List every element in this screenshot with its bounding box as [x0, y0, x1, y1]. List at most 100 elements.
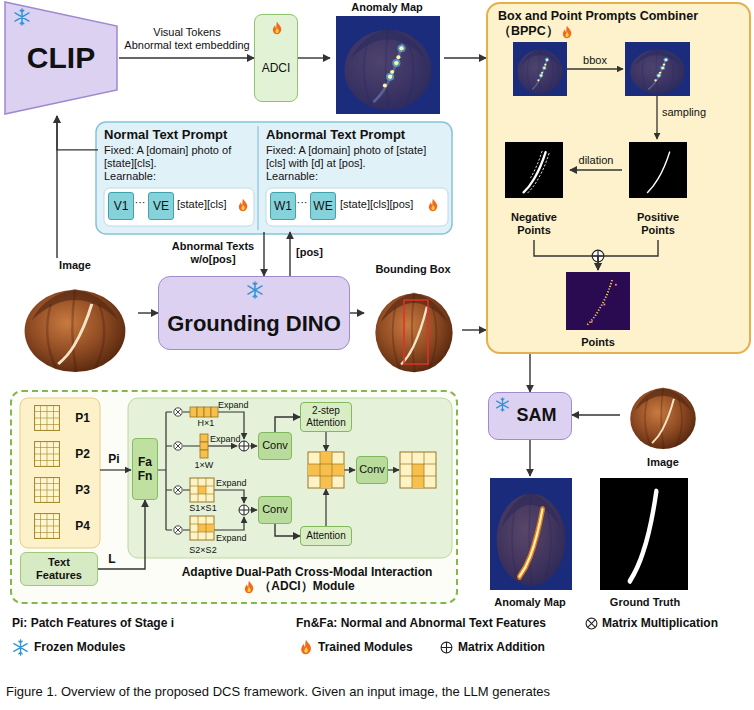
node-label: CLIP: [27, 40, 95, 76]
connector-arrow: [298, 57, 330, 58]
trained-icon: [270, 21, 284, 35]
node-label: [state][cls]: [177, 198, 249, 211]
connector-arrow: [529, 440, 530, 476]
node-label: SAM: [517, 405, 557, 427]
connector-arrow: [570, 169, 622, 170]
model-box: Grounding DINO: [158, 276, 350, 350]
node-label: Negative Points: [498, 211, 570, 237]
icon-shape: [15, 9, 29, 25]
legend-text: Fn&Fa: Normal and Abnormal Text Features: [296, 616, 546, 630]
edge-label: dilation: [572, 154, 620, 167]
operation-box: 2-step Attention: [300, 402, 352, 432]
patch-feature: P2: [28, 438, 94, 470]
node-label: Conv: [359, 463, 385, 476]
node-label: Conv: [262, 439, 288, 452]
connector-arrow: [275, 417, 300, 432]
annotation-label: S2×S2: [180, 545, 226, 556]
annotation-label: bbox: [575, 54, 615, 67]
prompt-block: Normal Text PromptFixed: A [domain] phot…: [98, 124, 256, 232]
image-panel: Positive Points: [622, 140, 694, 240]
matrix-multiplication-symbols: [174, 408, 182, 534]
frozen-icon: [13, 8, 31, 26]
operation-box: Conv: [258, 496, 292, 524]
node-label: V1: [114, 199, 129, 213]
encoder-trapezoid: CLIP: [3, 0, 119, 116]
operation-box: Conv: [258, 432, 292, 460]
connector-arrow: [275, 524, 300, 536]
icon-shape: [497, 398, 509, 412]
node-label: Positive Points: [622, 211, 694, 237]
node-label: P4: [75, 519, 90, 533]
legend-text: Matrix Multiplication: [602, 616, 718, 630]
module-panel: Adaptive Dual-Path Cross-Modal Interacti…: [10, 390, 458, 604]
trained-icon: [560, 25, 574, 39]
image-panel: Points: [558, 270, 638, 352]
node-label: WE: [313, 199, 332, 213]
node-label: Text Features: [24, 556, 94, 582]
connector-arrow: [119, 57, 254, 58]
edge-label: L: [104, 552, 120, 566]
edge-label: [pos]: [296, 246, 336, 259]
image-panel: Image: [12, 258, 138, 378]
frozen-icon: [246, 281, 264, 299]
image-panel: Ground Truth: [590, 476, 700, 612]
model-box: SAM: [488, 392, 572, 440]
image-panel: Anomaly Map: [484, 476, 576, 612]
node-label: VE: [153, 199, 169, 213]
node-label: Anomaly Map: [351, 1, 423, 14]
annotation-label: S1×S1: [180, 503, 226, 514]
annotation-label: Expand: [210, 434, 242, 445]
image-pictures: [15, 16, 702, 590]
node-label: Box and Point Prompts Combiner （BPPC）: [498, 9, 738, 39]
annotation-label: Visual Tokens: [120, 26, 254, 39]
node-label: P1: [75, 411, 90, 425]
operation-box: Conv: [356, 456, 388, 484]
module-box: ADCI: [254, 14, 298, 102]
icon-shape: [429, 199, 438, 212]
legend-text: Matrix Addition: [458, 640, 545, 654]
node-label: Image: [647, 456, 679, 469]
trained-icon: [426, 198, 440, 212]
connector-arrow: [98, 500, 145, 569]
icon-shape: [245, 581, 254, 594]
annotation-label: Expand: [216, 478, 248, 489]
frozen-icon: [495, 397, 510, 412]
node-label: Image: [59, 259, 91, 272]
feature-bars: [190, 407, 218, 458]
token-box: V1: [108, 192, 134, 220]
feature-box: FaFn: [132, 438, 158, 500]
token-box: VE: [148, 192, 174, 220]
connector-arrow: [289, 232, 290, 276]
annotation-label: Expand: [216, 533, 248, 544]
node-label: [state][cls][pos]: [340, 198, 426, 211]
patch-grids: [34, 405, 60, 539]
heading-text: Abnormal Text Prompt: [266, 127, 444, 143]
connector-arrow: [57, 116, 98, 150]
connector-arrow: [263, 232, 264, 276]
connector-arrow: [598, 240, 658, 270]
connector-arrow: [350, 312, 364, 313]
prompt-block: Abnormal Text PromptFixed: A [domain] ph…: [260, 124, 450, 232]
annotation-label: sampling: [662, 106, 722, 119]
image-panel: Negative Points: [498, 140, 570, 240]
node-label: Fn: [138, 469, 153, 483]
node-label: Conv: [262, 503, 288, 516]
edge-label: Abnormal Texts w/o[pos]: [168, 240, 258, 266]
node-label: Learnable:: [266, 170, 444, 183]
icon-shape: [273, 22, 282, 35]
node-label: Fixed: A [domain] photo of [state][cls].: [104, 144, 250, 170]
node-label: ···: [134, 196, 146, 209]
token-box: W1: [270, 192, 296, 220]
node-label: Fixed: A [domain] photo of [state] [cls]…: [266, 144, 444, 170]
node-label: Fa: [138, 455, 152, 469]
node-label: Adaptive Dual-Path Cross-Modal Interacti…: [162, 565, 452, 594]
patch-feature: P1: [28, 402, 94, 434]
heading-text: Normal Text Prompt: [104, 127, 250, 143]
node-label: Bounding Box: [375, 263, 450, 276]
figure-caption: Figure 1. Overview of the proposed DCS f…: [6, 684, 550, 700]
node-label: ···: [296, 196, 308, 209]
trained-icon: [242, 580, 256, 594]
node-label: Points: [581, 336, 615, 349]
node-label: Anomaly Map: [494, 596, 566, 609]
connector-arrow: [444, 57, 486, 58]
